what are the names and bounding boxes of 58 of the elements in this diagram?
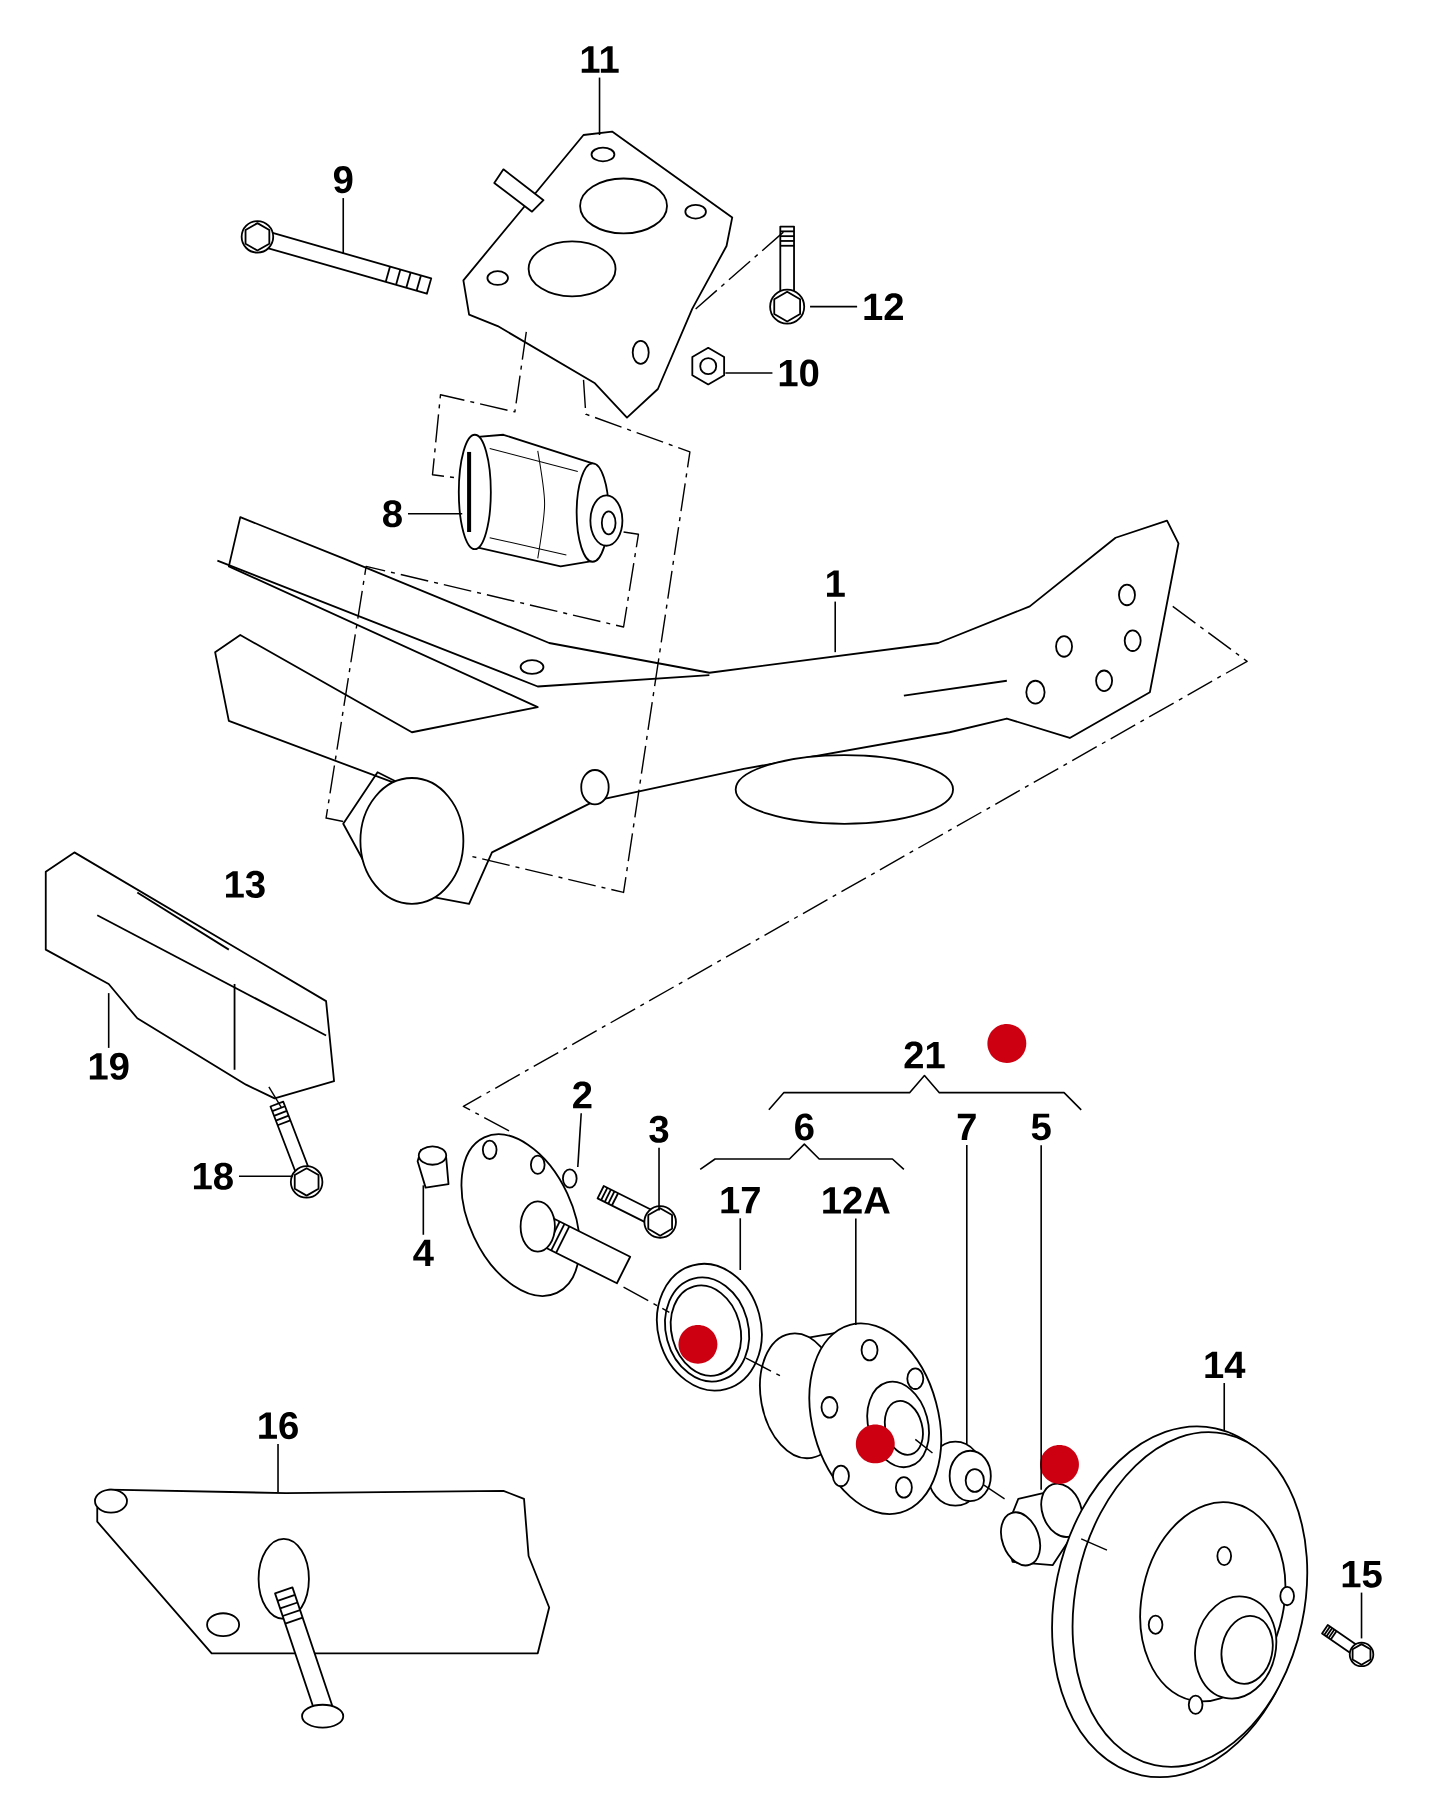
brake-disc-drawing: [1051, 1425, 1309, 1779]
leader-line: [834, 600, 836, 653]
callout-number: 21: [904, 1041, 945, 1069]
callout-number: 4: [413, 1239, 434, 1266]
screw-drawing: [1321, 1624, 1375, 1668]
callout-number: 15: [1342, 1561, 1382, 1588]
assembly-line: [914, 1438, 934, 1454]
assembly-line: [622, 1286, 670, 1314]
leader-line: [107, 992, 110, 1049]
bracket-drawing: [462, 130, 734, 419]
callout-number: 3: [649, 1115, 669, 1143]
callout-number: 8: [383, 500, 402, 528]
callout-number: 10: [779, 359, 819, 387]
callout-number: 14: [1205, 1351, 1246, 1379]
callout-number: 13: [226, 870, 265, 898]
stub-axle-drawing: [460, 1133, 632, 1297]
leader-line: [1223, 1382, 1226, 1431]
leader-line: [1360, 1591, 1363, 1640]
bolt-drawing: [769, 225, 806, 325]
leader-line: [598, 76, 601, 136]
callout-number: 19: [89, 1052, 129, 1080]
callout-number: 16: [259, 1412, 298, 1440]
assembly-line: [325, 531, 640, 823]
bolt-drawing: [240, 220, 433, 295]
leader-line: [739, 1217, 742, 1271]
leader-line: [422, 1184, 425, 1236]
leader-line: [855, 1217, 857, 1326]
assembly-line: [462, 605, 1248, 1134]
assembly-line: [268, 1086, 283, 1109]
callout-number: 7: [957, 1113, 976, 1141]
callout-number: 12A: [823, 1186, 890, 1214]
buffer-block-drawing: [44, 851, 335, 1100]
leader-line: [724, 372, 774, 374]
nut-drawing: [691, 346, 725, 386]
cap-drawing: [416, 1145, 450, 1189]
callout-number: 2: [573, 1081, 592, 1109]
shield-drawing: [94, 1488, 551, 1729]
leader-line: [407, 512, 464, 515]
leader-line: [342, 197, 345, 255]
leader-line: [809, 305, 858, 308]
callout-number: 18: [193, 1162, 233, 1190]
callout-number: 12: [864, 293, 903, 320]
callout-number: 11: [581, 46, 619, 73]
callout-number: 1: [827, 570, 845, 597]
bolt-drawing: [269, 1100, 324, 1199]
bolt-drawing: [596, 1185, 677, 1239]
assembly-line: [431, 331, 527, 479]
assembly-line: [745, 1357, 783, 1378]
callout-number: 5: [1031, 1113, 1051, 1141]
leader-line: [1040, 1144, 1042, 1491]
assembly-line: [983, 1484, 1006, 1500]
leader-line: [277, 1443, 279, 1493]
callout-number: 17: [721, 1187, 760, 1214]
callout-number: 9: [333, 166, 353, 194]
callout-number: 6: [795, 1113, 814, 1141]
bushing-drawing: [457, 433, 624, 568]
leader-line: [966, 1144, 968, 1445]
wheel-hub-drawing: [759, 1322, 942, 1515]
